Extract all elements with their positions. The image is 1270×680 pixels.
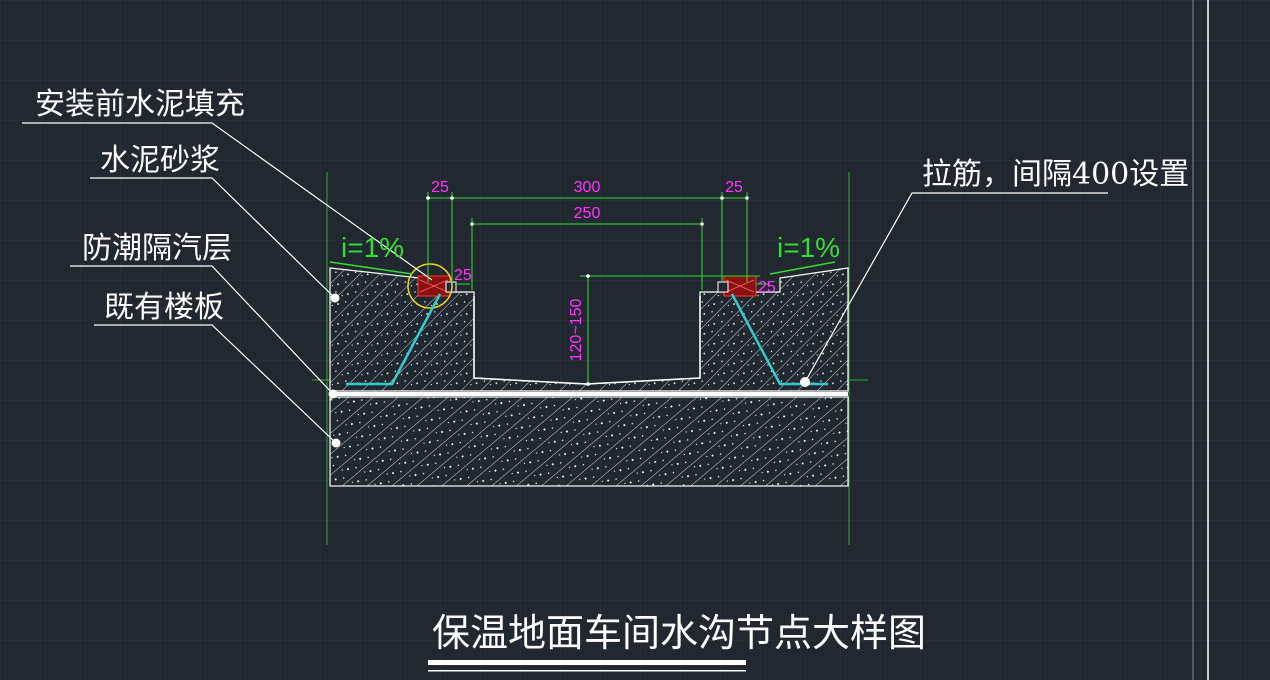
dim-edge-right: 25 (725, 179, 743, 196)
dim-edge-left: 25 (431, 179, 449, 196)
label-vapor-barrier: 防潮隔汽层 (82, 231, 232, 266)
dim-channel-inner: 250 (574, 205, 601, 222)
drawing-title: 保温地面车间水沟节点大样图 (432, 611, 926, 655)
dim-channel-outer: 300 (574, 179, 601, 196)
dimension-ticks (426, 196, 749, 386)
drawing-frame (1192, 0, 1209, 680)
detail-highlight-circle (407, 263, 453, 309)
dim-small-left: 25 (454, 267, 472, 284)
label-cement-fill: 安装前水泥填充 (35, 87, 245, 122)
dimension-lines (329, 192, 836, 384)
reference-lines (312, 172, 868, 545)
leader-lines (22, 122, 1108, 444)
slope-left: i=1% (341, 232, 404, 263)
label-tie-bar: 拉筋，间隔400设置 (922, 157, 1189, 192)
anchor-block-right (717, 275, 757, 297)
title-underline (428, 660, 746, 672)
label-existing-slab: 既有楼板 (104, 290, 224, 325)
dim-depth: 120~150 (568, 299, 585, 362)
anchor-block-left (417, 275, 457, 297)
cement-mortar-layer (329, 267, 849, 392)
label-cement-mortar: 水泥砂浆 (100, 143, 220, 178)
slope-right: i=1% (777, 232, 840, 263)
tie-bars (346, 293, 828, 386)
dim-small-right: 25 (758, 279, 776, 296)
existing-floor-slab (329, 396, 849, 487)
